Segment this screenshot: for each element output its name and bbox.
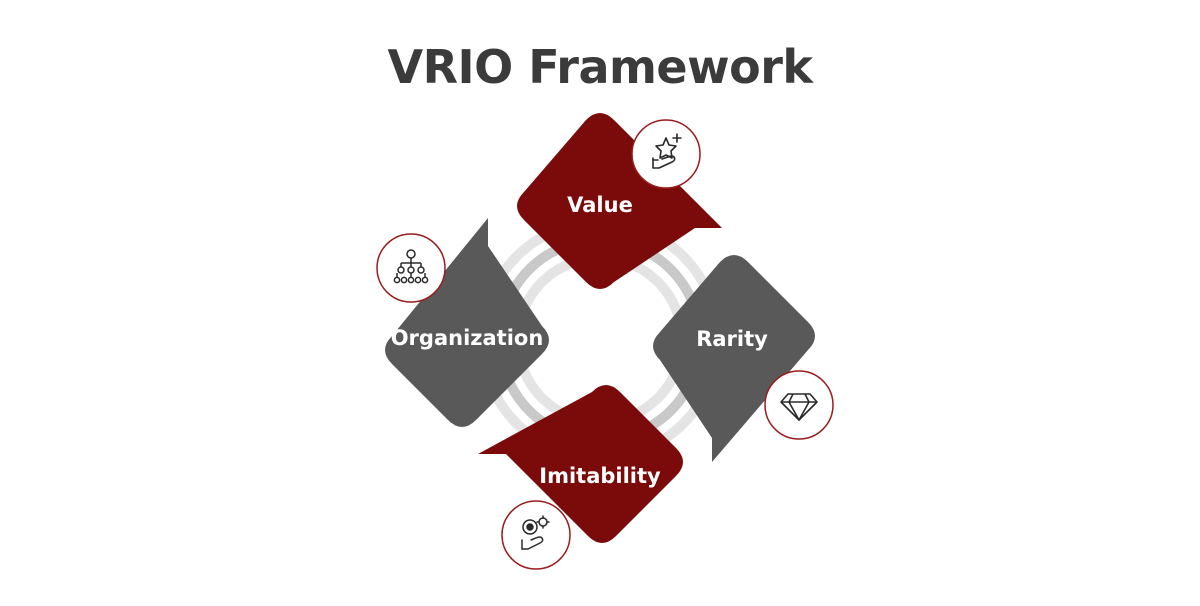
value-label: Value [567,193,633,217]
organization-label: Organization [391,326,544,350]
pillar-organization: Organization [385,218,549,427]
imitability-shape [478,385,683,543]
pillar-imitability: Imitability [478,385,683,543]
hand-target-gear-icon [521,515,550,550]
rarity-icon-badge [764,370,834,440]
imitability-icon-badge [501,500,571,570]
page-title: VRIO Framework [387,40,813,94]
diamond-icon [780,393,818,421]
value-icon-badge [631,119,701,189]
pillar-value: Value [517,113,722,289]
rarity-shape [653,255,815,462]
organization-shape [385,218,549,427]
value-shape [517,113,722,289]
star-in-hand-icon [652,133,682,169]
pillar-rarity: Rarity [653,255,815,462]
rarity-label: Rarity [696,327,768,351]
org-chart-icon [393,249,429,284]
organization-icon-badge [376,233,446,303]
imitability-label: Imitability [539,464,661,488]
